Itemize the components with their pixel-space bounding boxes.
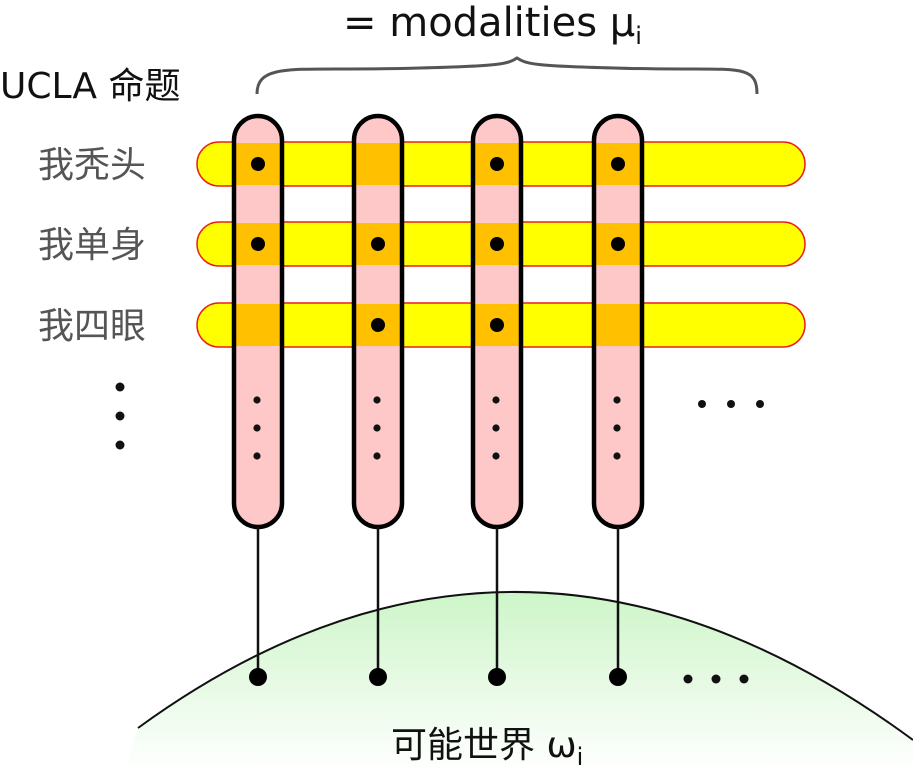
- truth-dot: [371, 237, 385, 251]
- capsule-ellipsis-dot: [492, 396, 500, 404]
- capsule-ellipsis-dot: [613, 424, 621, 432]
- truth-dot: [371, 318, 385, 332]
- world-dot: [488, 668, 506, 686]
- possible-worlds-arc: [137, 591, 913, 741]
- truth-dot: [490, 157, 504, 171]
- possible-worlds-label: 可能世界 ωi: [391, 725, 583, 770]
- more-worlds-ellipsis: [683, 674, 749, 684]
- capsule-ellipsis-dot: [373, 424, 381, 432]
- capsule-ellipsis-dot: [492, 452, 500, 460]
- truth-dot: [490, 318, 504, 332]
- truth-dot: [251, 157, 265, 171]
- world-dot: [369, 668, 387, 686]
- truth-dots: [251, 157, 625, 460]
- capsule-ellipsis-dot: [613, 452, 621, 460]
- intersection-cell: [234, 304, 282, 346]
- capsule-ellipsis-dot: [253, 424, 261, 432]
- truth-dot: [611, 157, 625, 171]
- world-connections: [249, 527, 627, 686]
- truth-dot: [490, 237, 504, 251]
- possible-worlds-region: [125, 591, 913, 770]
- capsule-ellipsis-dot: [492, 424, 500, 432]
- capsule-ellipsis-dot: [373, 452, 381, 460]
- intersection-cell: [594, 304, 642, 346]
- intersection-cell: [354, 143, 402, 185]
- truth-dot: [611, 237, 625, 251]
- proposition-label: 我秃头: [38, 145, 146, 186]
- ucla-propositions-label: UCLA 命题: [0, 66, 180, 107]
- proposition-label: 我四眼: [38, 306, 146, 347]
- capsule-ellipsis-dot: [373, 396, 381, 404]
- capsule-ellipsis-dot: [253, 396, 261, 404]
- modalities-title: = modalities μi: [343, 0, 642, 50]
- capsule-ellipsis-dot: [253, 452, 261, 460]
- more-columns-ellipsis: [698, 400, 764, 408]
- modalities-brace: [255, 56, 759, 95]
- more-propositions-ellipsis: [115, 382, 125, 450]
- truth-dot: [251, 237, 265, 251]
- world-dot: [609, 668, 627, 686]
- proposition-label: 我单身: [38, 225, 146, 266]
- capsule-ellipsis-dot: [613, 396, 621, 404]
- world-dot: [249, 668, 267, 686]
